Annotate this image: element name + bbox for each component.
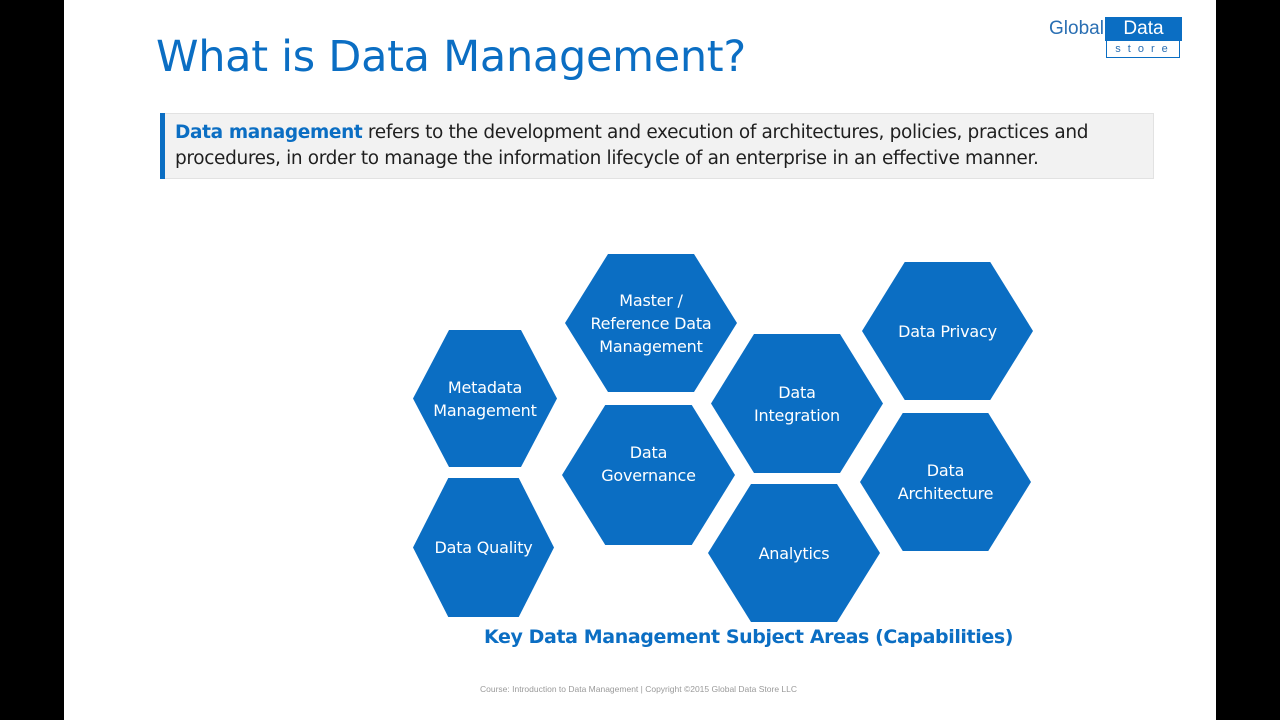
hex-label: Metadata Management — [433, 377, 537, 420]
hex-metadata-management: Metadata Management — [413, 330, 557, 467]
diagram-caption: Key Data Management Subject Areas (Capab… — [484, 626, 1014, 648]
hex-data-quality: Data Quality — [413, 478, 554, 617]
hex-data-integration: Data Integration — [711, 334, 883, 473]
hex-data-governance: Data Governance — [562, 405, 735, 545]
slide-footer: Course: Introduction to Data Management … — [480, 684, 798, 694]
definition-callout: Data management refers to the developmen… — [160, 113, 1154, 179]
logo-word-global: Global — [1049, 18, 1104, 39]
hex-label: Data Integration — [754, 382, 840, 425]
slide: What is Data Management? Global Data sto… — [64, 0, 1216, 720]
definition-body: refers to the development and execution … — [175, 122, 1089, 169]
slide-title: What is Data Management? — [156, 32, 746, 82]
logo-word-data: Data — [1105, 17, 1182, 41]
hex-label: Data Quality — [434, 538, 533, 557]
callout-accent-bar — [160, 113, 165, 179]
hex-data-architecture: Data Architecture — [860, 413, 1031, 551]
global-data-store-logo: Global Data store — [1049, 15, 1189, 61]
hex-label: Analytics — [758, 543, 830, 563]
hex-analytics: Analytics — [708, 484, 880, 622]
hex-data-privacy: Data Privacy — [862, 262, 1033, 400]
logo-word-store: store — [1106, 41, 1180, 58]
definition-term: Data management — [175, 122, 363, 143]
definition-text: Data management refers to the developmen… — [175, 120, 1145, 172]
hex-master-reference-data-management: Master / Reference Data Management — [565, 254, 737, 392]
hex-label: Data Governance — [601, 443, 696, 485]
hex-label: Master / Reference Data Management — [590, 290, 712, 356]
hex-label: Data Privacy — [898, 321, 997, 341]
capabilities-hexagon-diagram: Metadata Management Master / Reference D… — [64, 0, 1216, 720]
hex-label: Data Architecture — [897, 461, 994, 503]
